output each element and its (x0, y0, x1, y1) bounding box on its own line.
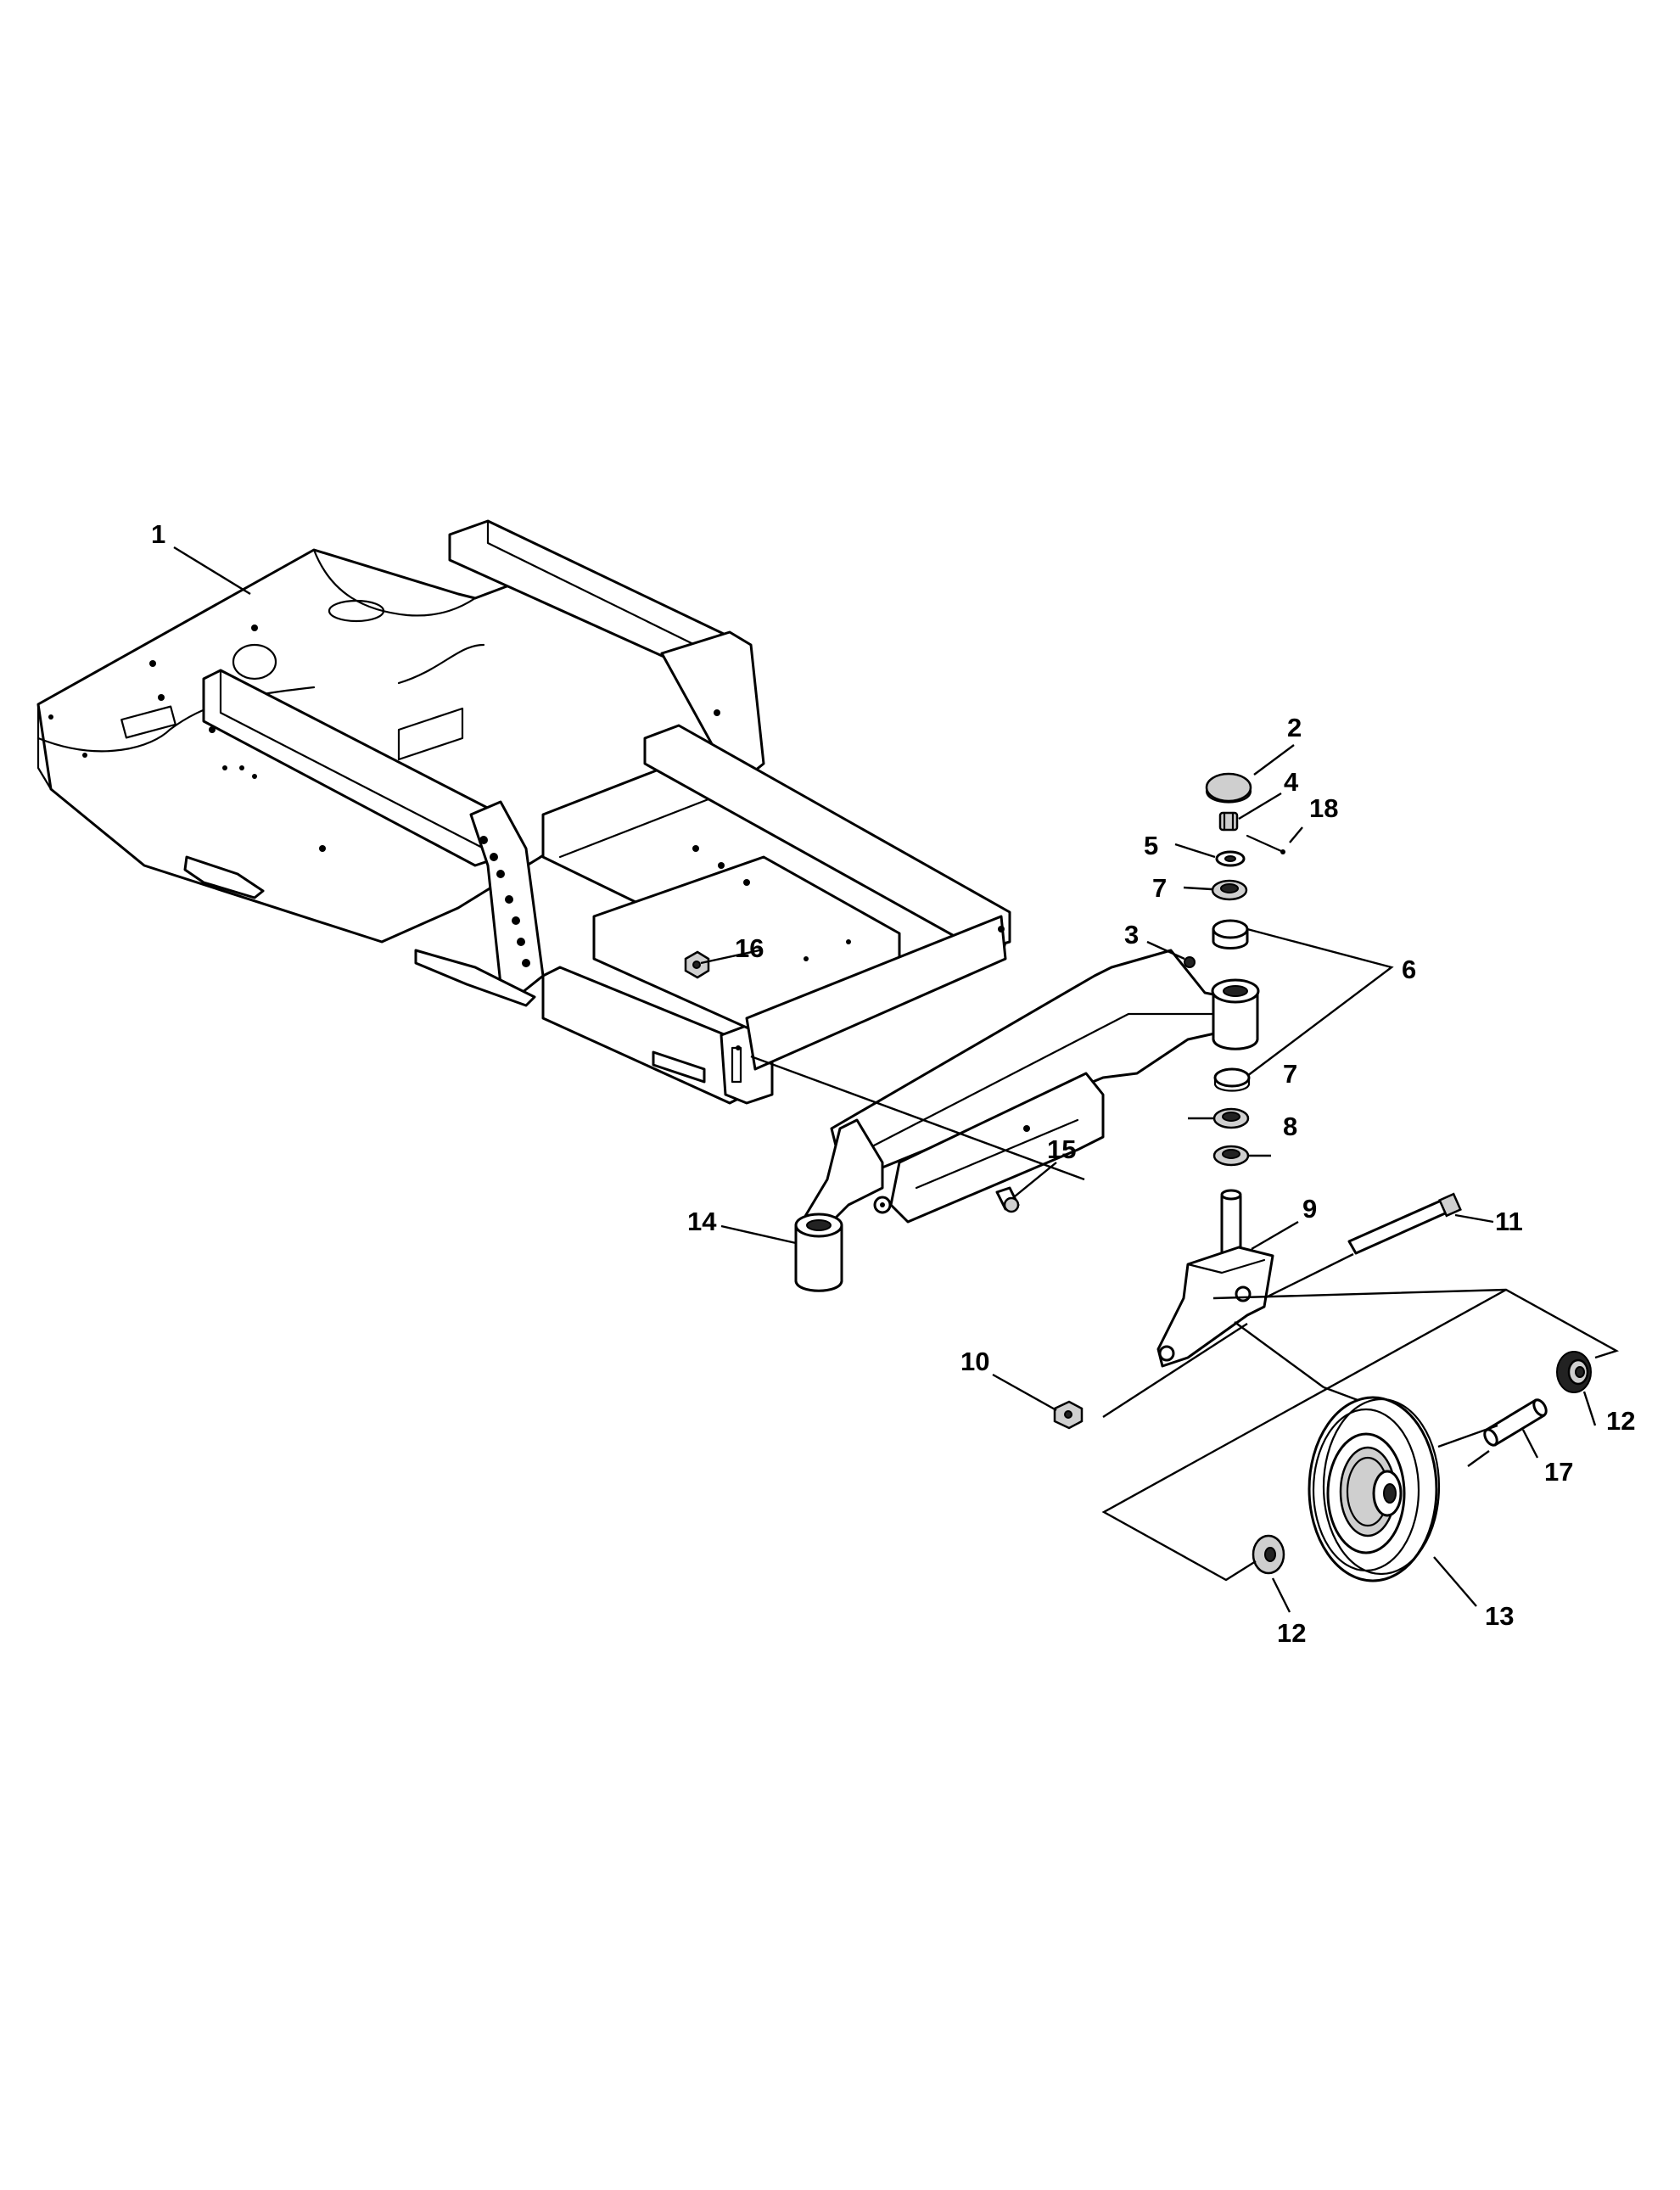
callout-4: 4 (1284, 767, 1299, 797)
race-lower (1213, 1067, 1251, 1092)
wheel-spacer-right (1556, 1351, 1592, 1393)
callout-16: 16 (735, 933, 764, 963)
caster-fork (1156, 1189, 1274, 1368)
callout-5: 5 (1144, 831, 1158, 860)
wheel (1308, 1396, 1441, 1582)
callout-11: 11 (1495, 1207, 1523, 1236)
callout-13: 13 (1485, 1601, 1514, 1631)
callout-17: 17 (1544, 1457, 1573, 1487)
castle-nut (1218, 811, 1239, 832)
callout-8: 8 (1283, 1112, 1297, 1141)
callout-7-upper: 7 (1152, 873, 1167, 903)
bearing-lower (1212, 1107, 1250, 1129)
callout-3: 3 (1124, 920, 1139, 949)
callout-12-right: 12 (1606, 1406, 1635, 1436)
dust-cap (1205, 772, 1252, 804)
callout-9: 9 (1302, 1194, 1317, 1224)
callout-7-lower: 7 (1283, 1059, 1297, 1089)
washer (1215, 850, 1246, 867)
cotter-pin (1246, 834, 1285, 854)
callout-10: 10 (960, 1347, 989, 1376)
wheel-spacer-left (1252, 1534, 1285, 1575)
leader-lines (173, 546, 1620, 1613)
nut (1053, 1400, 1084, 1430)
callout-6: 6 (1402, 955, 1416, 984)
hex-nut (684, 950, 710, 979)
callout-2: 2 (1287, 713, 1302, 742)
bolt (1347, 1192, 1462, 1255)
grease-fitting (1184, 956, 1196, 968)
seal (1212, 1145, 1250, 1167)
bolt-small (995, 1186, 1020, 1213)
callout-1: 1 (151, 519, 165, 549)
axle-sleeve (1483, 1398, 1548, 1447)
callout-labels: 1 2 3 4 5 6 7 7 8 9 10 11 12 12 13 14 15… (151, 519, 1635, 1648)
callout-18: 18 (1309, 793, 1338, 823)
callout-12-left: 12 (1277, 1618, 1306, 1648)
callout-14: 14 (687, 1207, 717, 1236)
callout-15: 15 (1047, 1134, 1076, 1164)
race-upper (1212, 919, 1249, 949)
bearing-upper (1211, 879, 1248, 901)
main-frame (36, 519, 1011, 1105)
